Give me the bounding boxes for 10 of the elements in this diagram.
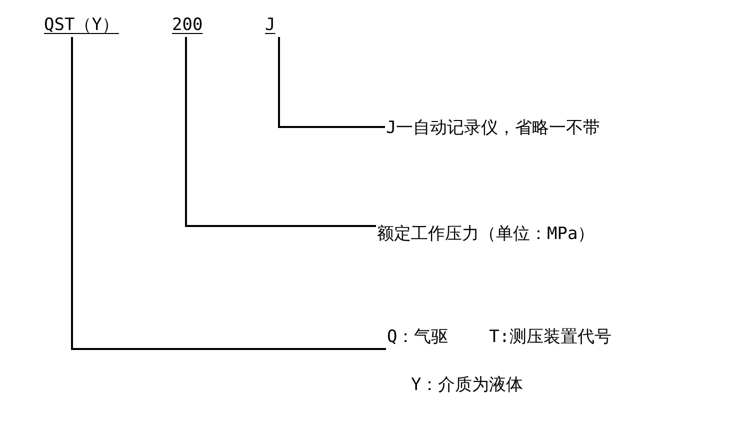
leader-line bbox=[278, 37, 385, 128]
description-text: Q：气驱 T:测压装置代号 bbox=[387, 327, 612, 347]
leader-line bbox=[71, 37, 386, 350]
description-text: J一自动记录仪，省略一不带 bbox=[386, 118, 600, 138]
description-text: Y：介质为液体 bbox=[411, 375, 524, 395]
model-code-text: QST（Y） bbox=[44, 15, 119, 35]
model-code-text: 200 bbox=[172, 15, 203, 35]
description-text: 额定工作压力（单位：MPa） bbox=[377, 224, 595, 244]
leader-line bbox=[185, 37, 376, 227]
model-code-text: J bbox=[265, 15, 276, 35]
